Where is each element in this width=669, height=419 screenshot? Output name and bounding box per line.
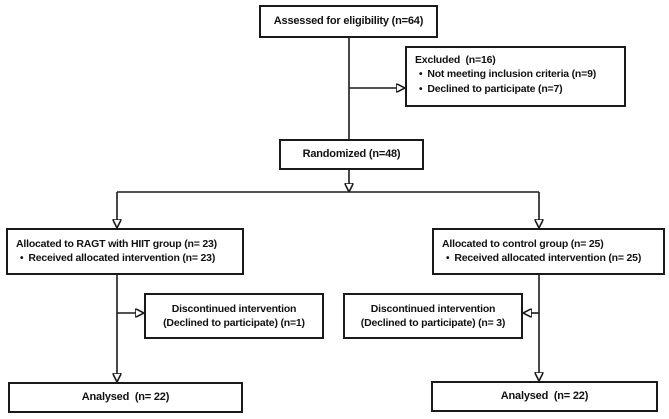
discontinued-right-line1: Discontinued intervention <box>370 302 496 315</box>
discontinued-left-box: Discontinued intervention (Declined to p… <box>144 293 324 339</box>
allocation-left-item-label: Received allocated intervention (n= 23) <box>28 252 216 265</box>
excluded-item: • Not meeting inclusion criteria (n=9) <box>415 67 616 82</box>
analysed-right-label: Analysed (n= 22) <box>500 390 589 403</box>
randomized-label: Randomized (n=48) <box>302 148 401 161</box>
allocation-right-box: Allocated to control group (n= 25) • Rec… <box>432 228 665 275</box>
analysed-left-box: Analysed (n= 22) <box>8 382 243 413</box>
excluded-box: Excluded (n=16) • Not meeting inclusion … <box>405 46 626 107</box>
excluded-title: Excluded (n=16) <box>415 54 496 66</box>
bullet-icon: • <box>20 253 24 265</box>
bullet-icon: • <box>446 253 450 265</box>
bullet-icon: • <box>419 69 423 81</box>
discontinued-right-line2: (Declined to participate) (n= 3) <box>360 317 506 329</box>
analysed-right-box: Analysed (n= 22) <box>431 381 658 412</box>
allocation-right-title: Allocated to control group (n= 25) <box>442 238 604 250</box>
bullet-icon: • <box>419 83 423 95</box>
excluded-item-label: Declined to participate (n=7) <box>427 82 563 95</box>
analysed-left-label: Analysed (n= 22) <box>81 391 170 404</box>
discontinued-left-line1: Discontinued intervention <box>171 302 297 315</box>
excluded-item-label: Not meeting inclusion criteria (n=9) <box>427 68 597 81</box>
allocation-left-box: Allocated to RAGT with HIIT group (n= 23… <box>6 228 244 275</box>
discontinued-right-box: Discontinued intervention (Declined to p… <box>343 293 523 339</box>
assessed-label: Assessed for eligibility (n=64) <box>273 15 424 28</box>
allocation-right-item: • Received allocated intervention (n= 25… <box>442 251 655 266</box>
allocation-left-item: • Received allocated intervention (n= 23… <box>16 251 234 266</box>
assessed-box: Assessed for eligibility (n=64) <box>259 5 438 38</box>
discontinued-left-line2: (Declined to participate) (n=1) <box>163 317 305 329</box>
allocation-left-title: Allocated to RAGT with HIIT group (n= 23… <box>16 238 217 250</box>
excluded-item: • Declined to participate (n=7) <box>415 82 616 97</box>
randomized-box: Randomized (n=48) <box>279 139 424 170</box>
allocation-right-item-label: Received allocated intervention (n= 25) <box>454 252 642 265</box>
